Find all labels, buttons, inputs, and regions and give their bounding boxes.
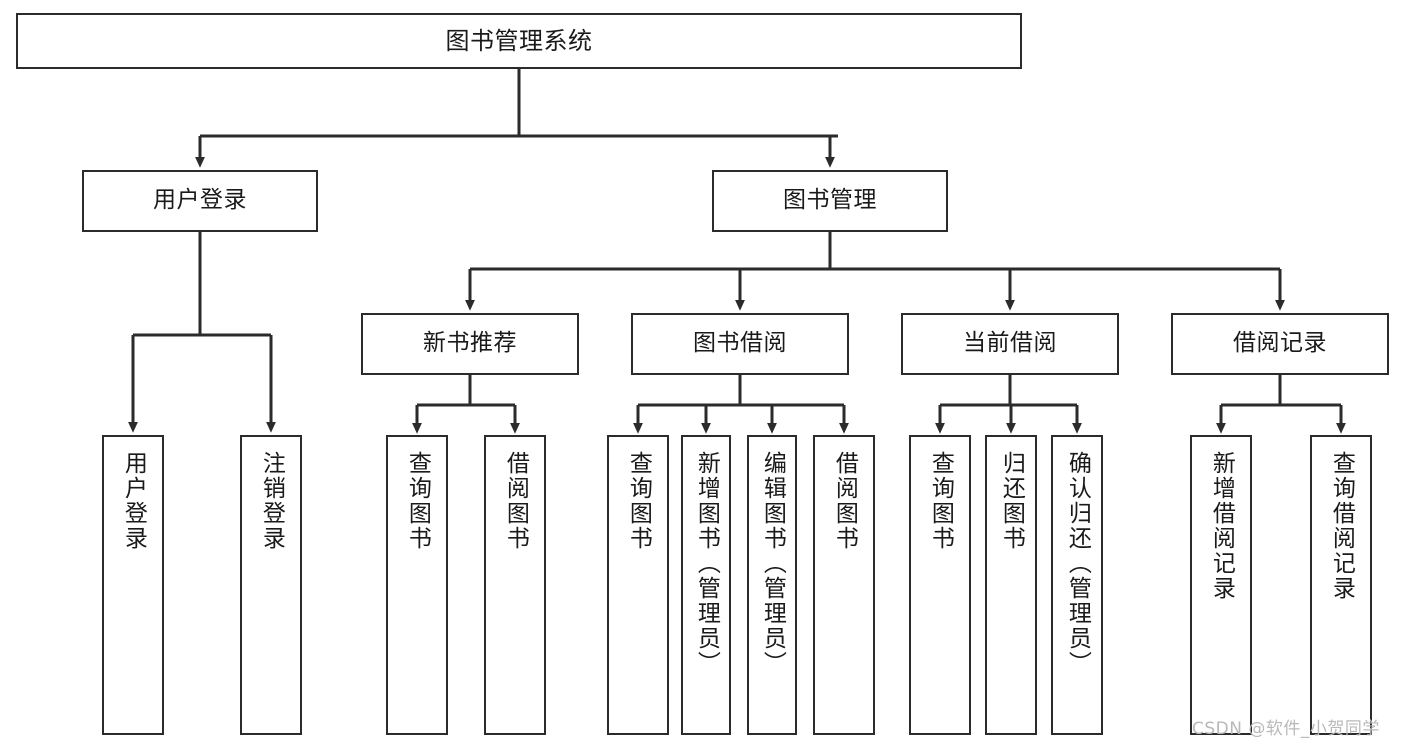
node-label: 借阅图书 [502,451,529,551]
node-label: 借阅记录 [1233,330,1327,357]
node-label: 图书管理 [783,187,877,214]
node-label: 用户登录 [153,187,247,214]
leaf-current-query-book[interactable]: 查询图书 [909,435,971,735]
node-label: 新增借阅记录 [1208,451,1235,601]
csdn-watermark: CSDN @软件_小贺同学 [1192,719,1380,739]
node-label: 图书借阅 [693,330,787,357]
leaf-new-borrow-book[interactable]: 借阅图书 [484,435,546,735]
node-label: 用户登录 [120,451,147,551]
node-book-management-module[interactable]: 图书管理 [712,170,948,232]
node-label: 新书推荐 [423,330,517,357]
node-root-system[interactable]: 图书管理系统 [16,13,1022,69]
node-new-book-recommend[interactable]: 新书推荐 [361,313,579,375]
node-borrow-record[interactable]: 借阅记录 [1171,313,1389,375]
node-label: 编辑图书（管理员） [759,451,786,676]
node-label: 查询图书 [625,451,652,551]
node-label: 借阅图书 [831,451,858,551]
node-book-borrow[interactable]: 图书借阅 [631,313,849,375]
leaf-borrow-add-book-admin[interactable]: 新增图书（管理员） [681,435,731,735]
leaf-user-login[interactable]: 用户登录 [102,435,164,735]
leaf-new-query-book[interactable]: 查询图书 [386,435,448,735]
node-current-borrow[interactable]: 当前借阅 [901,313,1119,375]
node-label: 查询图书 [927,451,954,551]
node-label: 查询图书 [404,451,431,551]
leaf-current-confirm-return-admin[interactable]: 确认归还（管理员） [1051,435,1103,735]
node-user-login-module[interactable]: 用户登录 [82,170,318,232]
node-label: 归还图书 [998,451,1025,551]
leaf-current-return-book[interactable]: 归还图书 [985,435,1037,735]
node-label: 注销登录 [258,451,285,551]
leaf-record-add[interactable]: 新增借阅记录 [1190,435,1252,735]
leaf-record-query[interactable]: 查询借阅记录 [1310,435,1372,735]
leaf-borrow-query-book[interactable]: 查询图书 [607,435,669,735]
node-label: 查询借阅记录 [1328,451,1355,601]
leaf-user-logout[interactable]: 注销登录 [240,435,302,735]
node-label: 确认归还（管理员） [1064,451,1091,676]
node-label: 当前借阅 [963,330,1057,357]
leaf-borrow-lend-book[interactable]: 借阅图书 [813,435,875,735]
node-label: 图书管理系统 [445,26,593,55]
leaf-borrow-edit-book-admin[interactable]: 编辑图书（管理员） [747,435,797,735]
node-label: 新增图书（管理员） [693,451,720,676]
